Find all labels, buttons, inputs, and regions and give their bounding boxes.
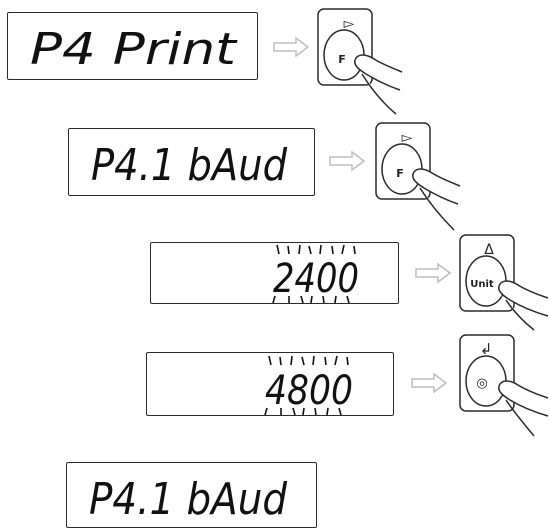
display-text: P4.1 bAud xyxy=(89,474,288,525)
key-label: F xyxy=(396,167,404,180)
lcd-display-baud: P4.1 bAud xyxy=(68,128,315,196)
blink-marks-top xyxy=(277,245,355,254)
display-text: P4.1 bAud xyxy=(91,140,288,191)
key-label: Unit xyxy=(470,279,494,290)
display-text: 2400 xyxy=(273,256,359,302)
lcd-display-baud-result: P4.1 bAud xyxy=(66,462,317,528)
display-text: P4 Print xyxy=(30,24,238,75)
unit-key-press[interactable]: Δ Unit xyxy=(454,232,550,342)
key-symbol: ▻ xyxy=(344,16,355,32)
key-symbol: ▻ xyxy=(402,130,413,146)
blink-marks-top xyxy=(269,356,348,365)
arrow-right-icon xyxy=(328,150,366,172)
arrow-right-icon xyxy=(414,262,452,284)
lcd-display-4800: 4800 xyxy=(146,352,394,416)
arrow-right-icon xyxy=(410,372,448,394)
f-key-press[interactable]: ▻ F xyxy=(312,6,408,116)
f-key-press[interactable]: ▻ F xyxy=(370,120,466,232)
key-symbol: ↲ xyxy=(480,340,493,358)
lcd-display-print: P4 Print xyxy=(7,12,258,80)
lcd-display-2400: 2400 xyxy=(150,242,399,304)
key-label: ◎ xyxy=(476,376,487,391)
display-text: 4800 xyxy=(265,368,353,414)
enter-key-press[interactable]: ↲ ◎ xyxy=(454,332,550,444)
arrow-right-icon xyxy=(272,36,310,58)
key-label: F xyxy=(338,53,346,66)
key-symbol: Δ xyxy=(484,242,494,258)
